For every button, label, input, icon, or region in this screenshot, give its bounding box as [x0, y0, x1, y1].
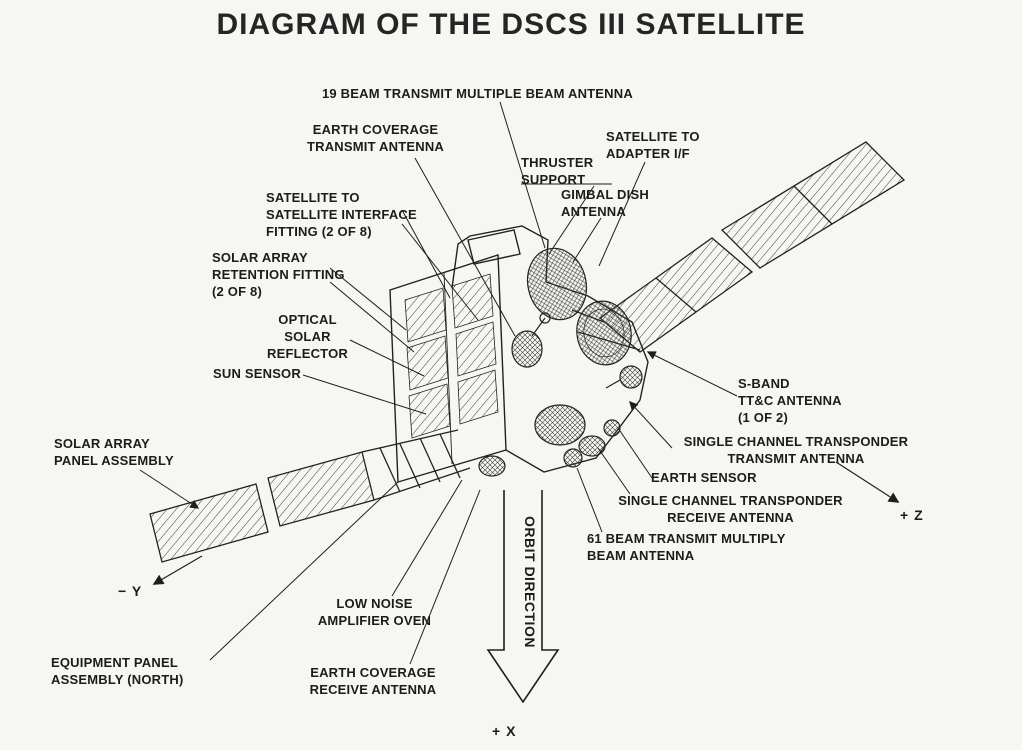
label-axis-plus-z: + Z — [900, 507, 924, 523]
axis-arrows — [152, 461, 900, 704]
sct-receive-antenna — [578, 435, 606, 457]
minus-y-arrow — [152, 555, 203, 585]
earth-sensor — [603, 419, 621, 437]
satellite-body — [389, 225, 649, 483]
gimbal-dish-antenna — [526, 247, 588, 321]
label-axis-plus-x: + X — [492, 723, 517, 739]
label-61-beam-antenna: 61 BEAM TRANSMIT MULTIPLY BEAM ANTENNA — [587, 531, 786, 563]
antenna-cluster — [478, 247, 643, 477]
nineteen-beam-antenna — [576, 300, 632, 366]
label-solar-array-retention-fitting: SOLAR ARRAY RETENTION FITTING (2 OF 8) — [212, 250, 345, 299]
leader-lines — [139, 101, 738, 665]
label-low-noise-amplifier-oven: LOW NOISE AMPLIFIER OVEN — [317, 596, 432, 628]
label-s-band-ttc-antenna: S-BAND TT&C ANTENNA (1 OF 2) — [738, 376, 842, 425]
s-band-ttc-antenna — [619, 365, 643, 389]
page-title: DIAGRAM OF THE DSCS III SATELLITE — [216, 8, 806, 41]
sct-transmit-antenna — [563, 448, 583, 468]
label-satellite-to-adapter: SATELLITE TO ADAPTER I/F — [606, 129, 700, 161]
left-solar-wing — [149, 429, 471, 563]
label-optical-solar-reflector: OPTICAL SOLAR REFLECTOR — [266, 312, 348, 361]
label-earth-sensor: EARTH SENSOR — [651, 470, 757, 485]
label-sct-receive-antenna: SINGLE CHANNEL TRANSPONDER RECEIVE ANTEN… — [618, 493, 843, 525]
label-19-beam-mba: 19 BEAM TRANSMIT MULTIPLE BEAM ANTENNA — [322, 86, 633, 101]
label-sct-transmit-antenna: SINGLE CHANNEL TRANSPONDER TRANSMIT ANTE… — [683, 434, 909, 466]
earth-coverage-transmit-horn — [511, 330, 543, 368]
plus-z-arrow — [835, 461, 900, 503]
label-earth-coverage-transmit: EARTH COVERAGE TRANSMIT ANTENNA — [306, 122, 445, 154]
label-gimbal-dish-antenna: GIMBAL DISH ANTENNA — [561, 187, 649, 219]
label-solar-array-panel-assembly: SOLAR ARRAY PANEL ASSEMBLY — [54, 436, 174, 468]
right-solar-wing — [571, 141, 906, 353]
sixty-one-beam-antenna — [534, 404, 586, 446]
label-thruster-support: THRUSTER SUPPORT — [521, 155, 594, 187]
label-orbit-direction: ORBIT DIRECTION — [522, 516, 538, 648]
label-earth-coverage-receive: EARTH COVERAGE RECEIVE ANTENNA — [309, 665, 437, 697]
label-axis-minus-y: − Y — [118, 583, 143, 599]
earth-coverage-receive-horn — [478, 455, 506, 477]
label-equipment-panel-assembly: EQUIPMENT PANEL ASSEMBLY (NORTH) — [51, 655, 184, 687]
label-sun-sensor: SUN SENSOR — [213, 366, 301, 381]
label-sat-sat-interface-fitting: SATELLITE TO SATELLITE INTERFACE FITTING… — [266, 190, 417, 239]
orbit-direction-arrow — [486, 490, 560, 704]
